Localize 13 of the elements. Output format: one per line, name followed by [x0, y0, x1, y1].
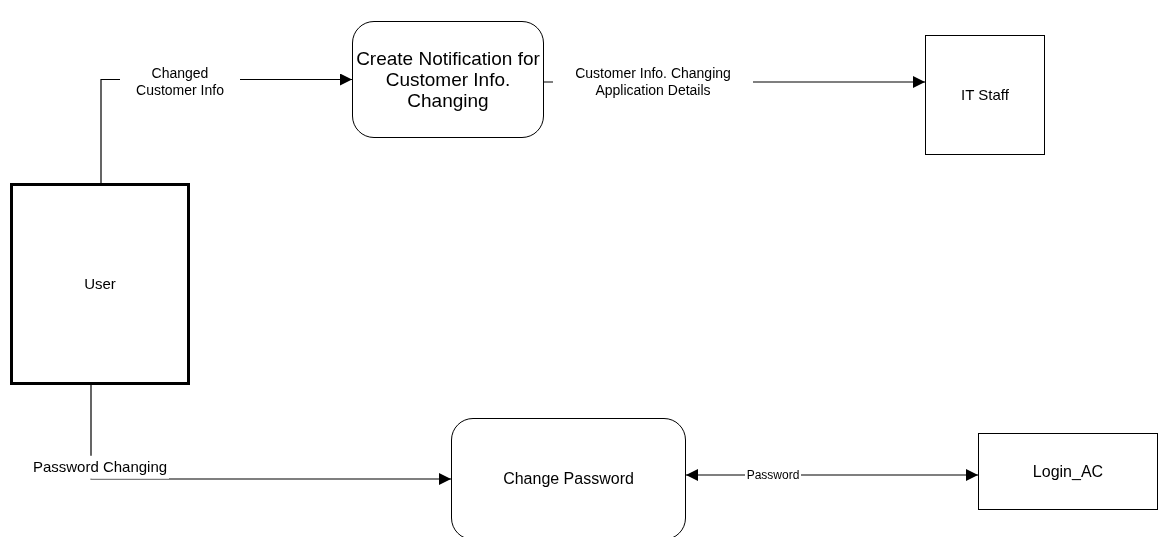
node-label: Change Password — [503, 469, 634, 489]
node-label: User — [84, 273, 116, 294]
process-box — [352, 21, 544, 138]
process-box — [451, 418, 686, 537]
edge-label: Customer Info. Changing Application Details — [553, 65, 753, 99]
entity-box — [925, 35, 1045, 155]
node-label: Create Notification for Customer Info. Changing — [355, 47, 541, 112]
node-label: IT Staff — [961, 84, 1009, 105]
arrow — [685, 469, 979, 481]
node-label: Login_AC — [1032, 461, 1104, 482]
entity-box — [978, 433, 1158, 510]
arrow — [90, 384, 452, 485]
entity-box — [10, 183, 190, 385]
